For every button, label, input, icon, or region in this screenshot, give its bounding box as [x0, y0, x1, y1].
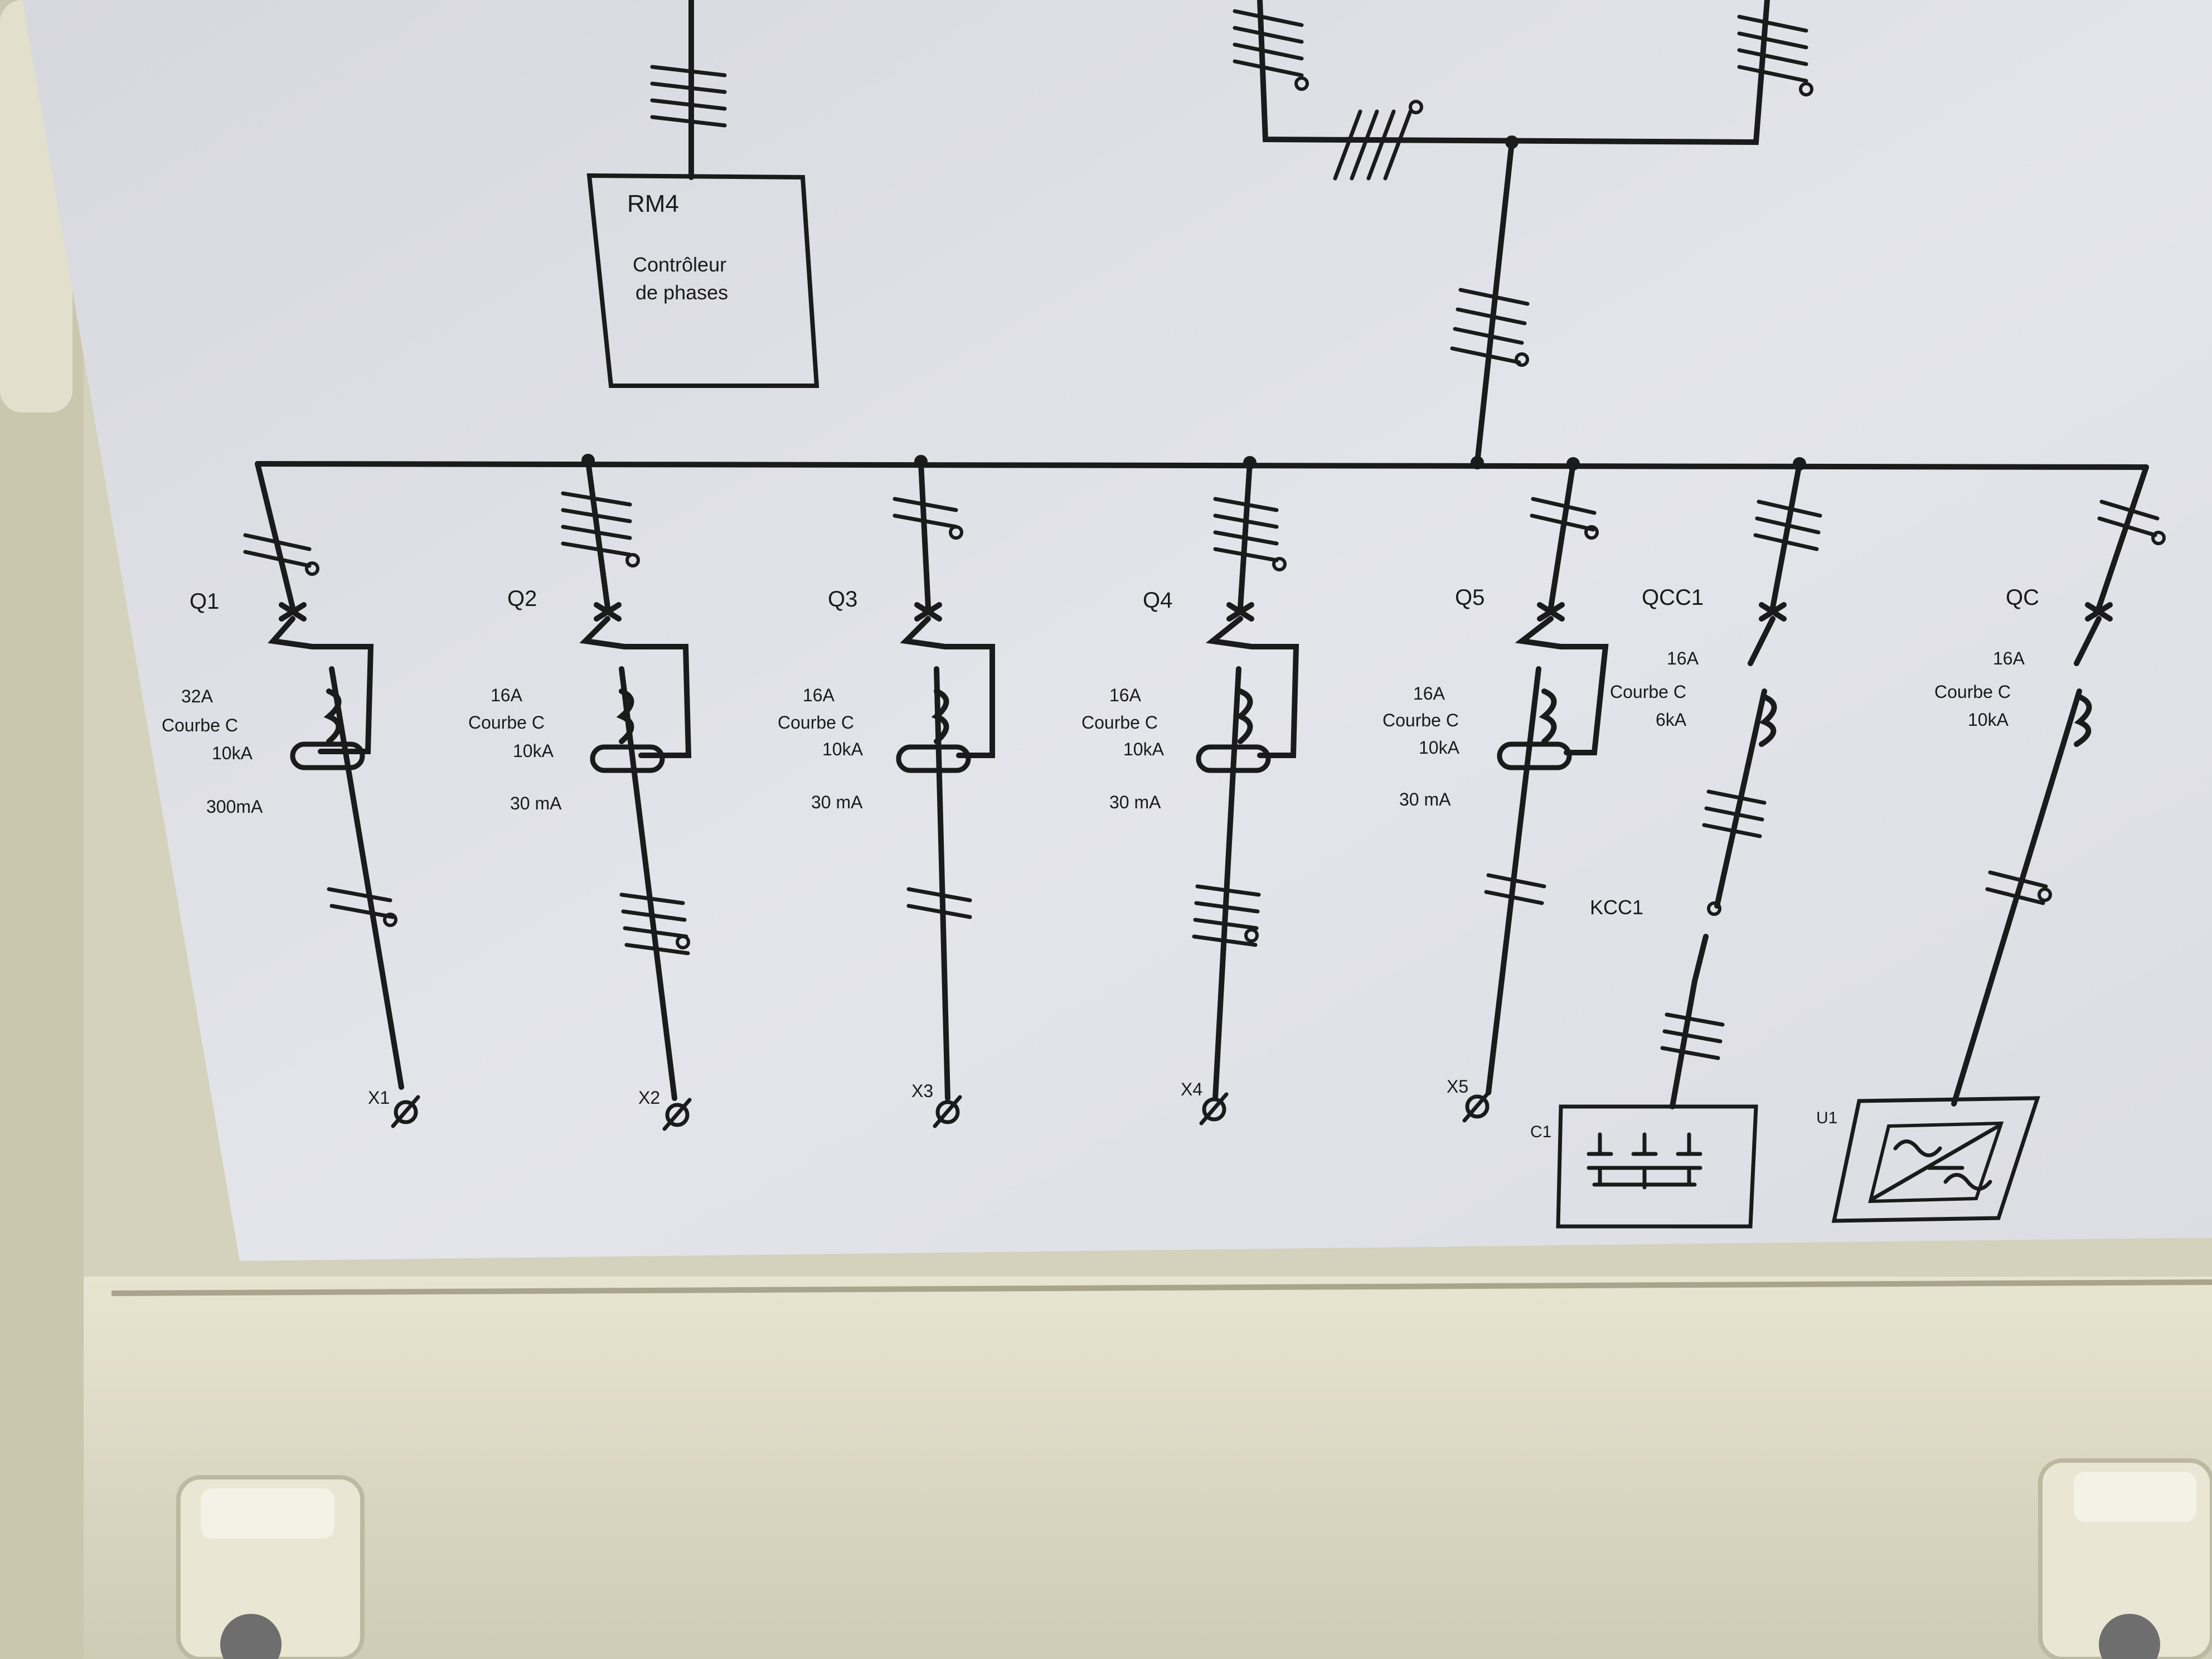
- qc-rating: 16A: [1993, 648, 2025, 668]
- qc-tag: QC: [2006, 585, 2039, 610]
- kcc1-tag: KCC1: [1590, 896, 1643, 919]
- q5-rating: 16A: [1413, 683, 1445, 704]
- feeder-q3: Q3 16A Courbe C 10kA 30 mA X3: [778, 460, 995, 1128]
- terminal-x4: X4: [1181, 1079, 1202, 1099]
- feeder-q2: Q2 16A Courbe C 10kA 30 mA X2: [468, 459, 692, 1131]
- c1-capacitor-bank: C1: [1530, 1104, 1758, 1229]
- q4-breaking: 10kA: [1123, 739, 1165, 759]
- u1-converter: U1: [1816, 1096, 2040, 1223]
- q1-tag: Q1: [190, 589, 219, 614]
- q2-rating: 16A: [491, 685, 523, 705]
- feeder-q1: Q1 32A Courbe C 10kA 300mA X1: [162, 461, 420, 1128]
- u1-tag: U1: [1816, 1109, 1837, 1127]
- q3-tag: Q3: [828, 587, 857, 612]
- terminal-x5: X5: [1447, 1076, 1468, 1097]
- rm4-branch: [650, 0, 727, 180]
- q4-curve: Courbe C: [1081, 712, 1158, 733]
- q5-tag: Q5: [1455, 585, 1485, 610]
- q5-curve: Courbe C: [1382, 710, 1459, 730]
- qcc1-tag: QCC1: [1642, 585, 1704, 610]
- qcc1-breaking: 6kA: [1656, 710, 1687, 730]
- rm4-line1: Contrôleur: [633, 253, 726, 276]
- q4-sensitivity: 30 mA: [1109, 792, 1161, 812]
- rm4-phase-controller-box: RM4 Contrôleur de phases: [586, 173, 819, 388]
- rm4-line2: de phases: [636, 281, 728, 304]
- q2-curve: Courbe C: [468, 712, 545, 733]
- schematic-panel: [22, 0, 2212, 1261]
- feeder-qc: QC 16A Courbe C 10kA: [1934, 464, 2166, 1107]
- q5-sensitivity: 30 mA: [1399, 789, 1451, 809]
- qc-curve: Courbe C: [1934, 682, 2011, 702]
- q4-tag: Q4: [1143, 588, 1172, 613]
- q2-breaking: 10kA: [513, 741, 554, 761]
- cabinet-left-frame: [0, 0, 84, 1659]
- c1-tag: C1: [1530, 1123, 1551, 1141]
- q1-rating: 32A: [181, 686, 214, 706]
- rm4-tag: RM4: [627, 190, 679, 217]
- terminal-x3: X3: [911, 1081, 933, 1101]
- q1-curve: Courbe C: [162, 715, 238, 735]
- q3-curve: Courbe C: [778, 712, 854, 733]
- q1-sensitivity: 300mA: [206, 797, 263, 817]
- q3-breaking: 10kA: [822, 739, 864, 759]
- qcc1-curve: Courbe C: [1610, 682, 1686, 702]
- feeder-q4: Q4 16A Courbe C 10kA 30 mA X4: [1081, 460, 1299, 1126]
- cabinet-lower-door: [0, 1277, 2212, 1659]
- q1-breaking: 10kA: [212, 743, 253, 763]
- feeder-qcc1: QCC1 16A Courbe C 6kA KCC1: [1590, 461, 1822, 1109]
- q3-sensitivity: 30 mA: [811, 792, 863, 812]
- feeder-q5: Q5 16A Courbe C 10kA 30 mA X5: [1382, 461, 1609, 1123]
- latch-left[interactable]: [176, 1475, 365, 1659]
- q3-rating: 16A: [803, 685, 835, 705]
- q2-tag: Q2: [507, 586, 537, 611]
- qcc1-rating: 16A: [1667, 648, 1699, 668]
- terminal-x2: X2: [638, 1088, 660, 1108]
- q5-breaking: 10kA: [1419, 738, 1460, 758]
- latch-right[interactable]: [2038, 1458, 2212, 1659]
- qc-breaking: 10kA: [1968, 710, 2009, 730]
- incoming-supply: [1233, 0, 1813, 465]
- q2-sensitivity: 30 mA: [510, 793, 562, 813]
- terminal-x1: X1: [368, 1088, 390, 1108]
- q4-rating: 16A: [1109, 685, 1142, 705]
